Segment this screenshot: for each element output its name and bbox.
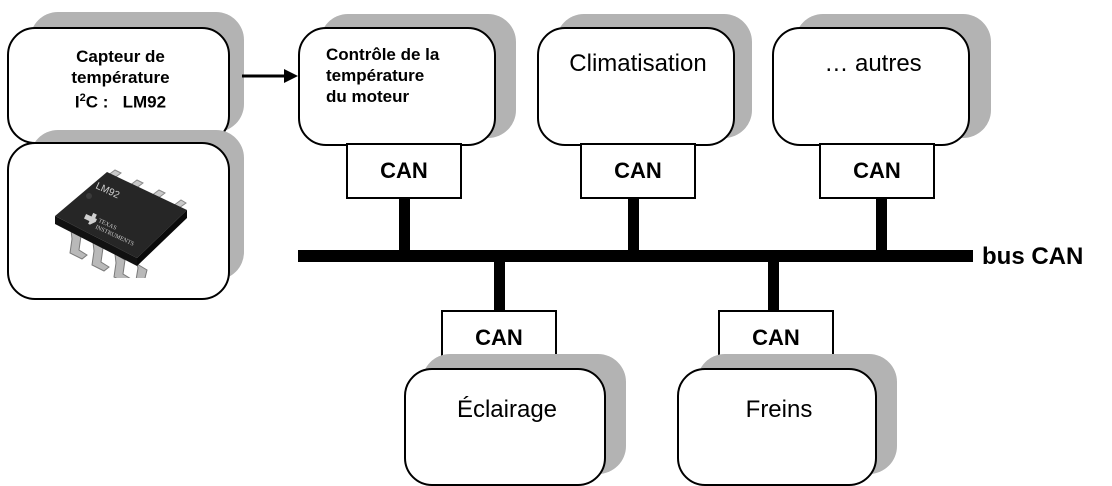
climatisation-label: Climatisation (569, 50, 707, 77)
engine-temp-label-line1: Contrôle de la (326, 45, 440, 64)
can-module-climatisation: CAN (580, 143, 696, 199)
bus-stub-freins (768, 258, 779, 314)
ti-logo-icon (83, 212, 97, 225)
bus-stub-others (876, 199, 887, 255)
engine-temp-label-line2: température (326, 66, 425, 85)
others-box: … autres (772, 27, 970, 146)
sensor-label-line3: I2C : LM92 (74, 92, 167, 112)
engine-temp-label-line3: du moteur (326, 87, 410, 106)
freins-box: Freins (677, 368, 877, 486)
sensor-label-line2: température (71, 68, 170, 87)
eclairage-label: Éclairage (456, 396, 558, 423)
bus-stub-climatisation (628, 199, 639, 255)
can-module-engine-temp: CAN (346, 143, 462, 199)
can-bus-line (298, 250, 973, 262)
can-module-others: CAN (819, 143, 935, 199)
bus-stub-engine-temp (399, 199, 410, 255)
eclairage-box: Éclairage (404, 368, 606, 486)
lm92-chip-image: LM92 TEXAS INSTRUMENTS (55, 169, 187, 278)
sensor-box: Capteur de température I2C : LM92 (7, 27, 230, 144)
bus-can-label: bus CAN (982, 243, 1084, 270)
engine-temp-box: Contrôle de la température du moteur (298, 27, 496, 146)
sensor-arrow (242, 69, 298, 83)
sensor-label: Capteur de température I2C : LM92 (9, 46, 232, 113)
sensor-label-line1: Capteur de (76, 47, 165, 66)
climatisation-box: Climatisation (537, 27, 735, 146)
others-label: … autres (824, 50, 922, 77)
freins-label: Freins (745, 396, 813, 423)
engine-temp-label: Contrôle de la température du moteur (326, 44, 439, 107)
chip-box: LM92 TEXAS INSTRUMENTS (7, 142, 230, 300)
bus-stub-eclairage (494, 258, 505, 314)
